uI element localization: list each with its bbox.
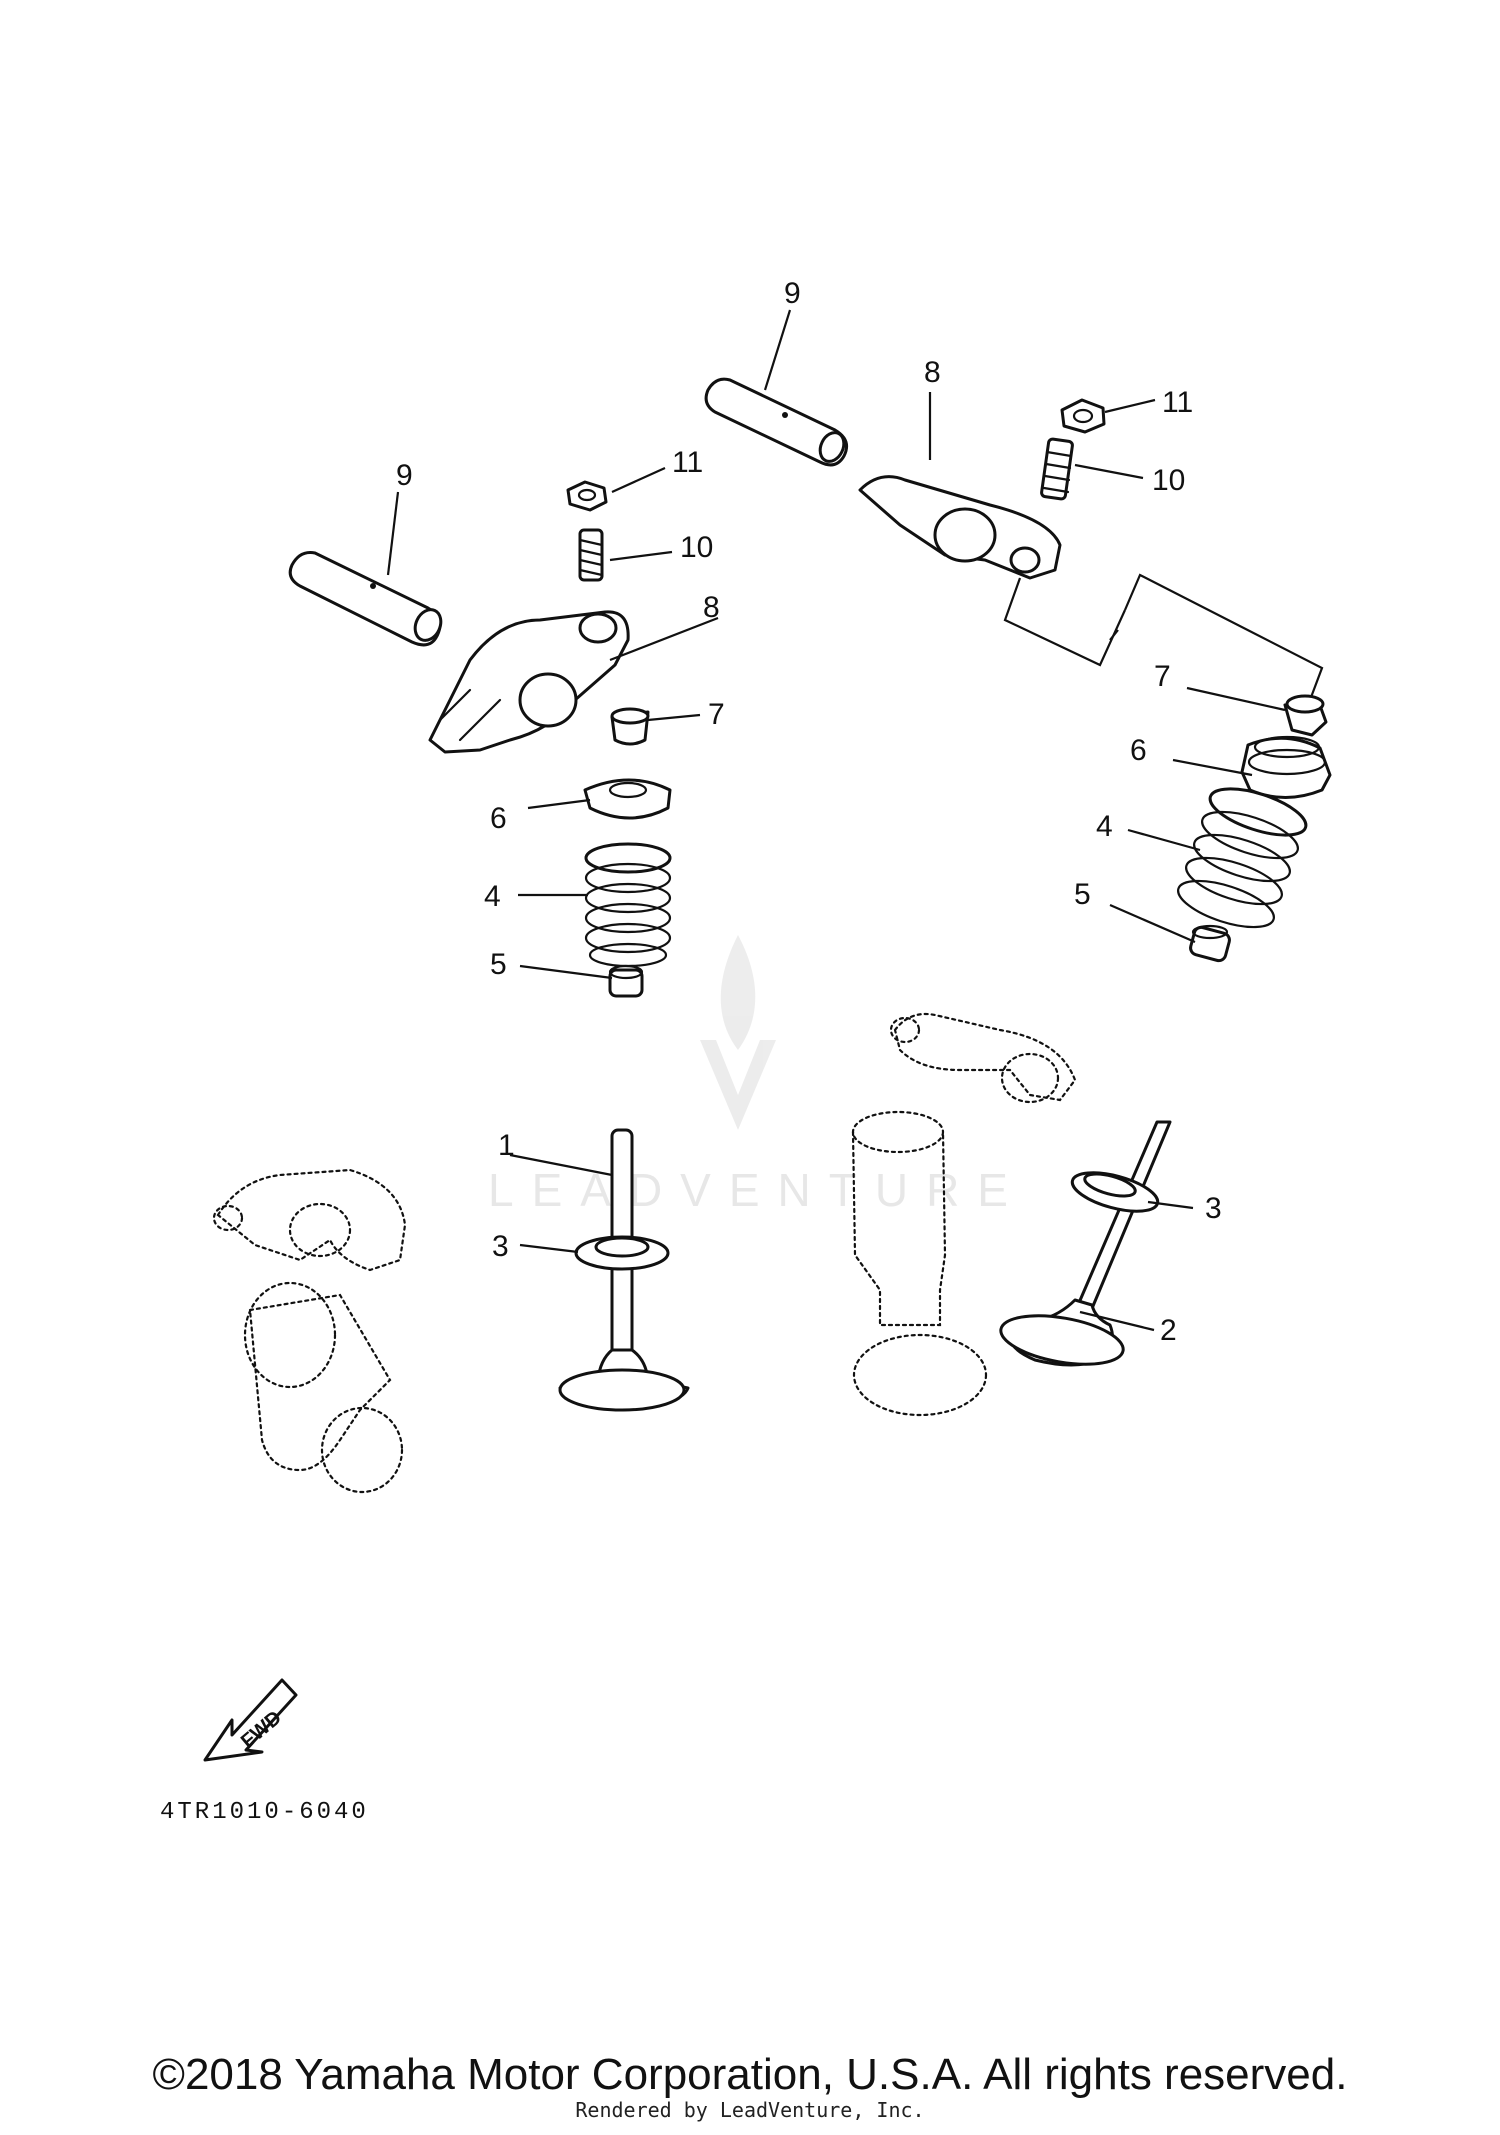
valve-cotter-left — [610, 707, 650, 746]
rocker-shaft-left — [288, 551, 443, 647]
callout-4-right: 4 — [1096, 810, 1113, 843]
watermark-text: LEADVENTURE — [488, 1164, 1026, 1216]
callout-labels: 9 9 8 8 11 11 10 10 7 7 6 6 4 4 5 5 1 3 … — [396, 277, 1222, 1347]
valve-2 — [999, 1120, 1172, 1367]
callout-4-left: 4 — [484, 880, 501, 913]
nut-left — [566, 480, 608, 512]
rocker-shaft-right — [704, 377, 848, 467]
callout-11-left: 11 — [672, 446, 703, 479]
callout-11-right: 11 — [1162, 386, 1193, 419]
callout-6-left: 6 — [490, 802, 507, 835]
callout-3-right: 3 — [1205, 1192, 1222, 1225]
diagram-code: 4TR1010-6040 — [160, 1799, 369, 1826]
callout-6-right: 6 — [1130, 734, 1147, 767]
copyright-notice: ©2018 Yamaha Motor Corporation, U.S.A. A… — [152, 2050, 1348, 2099]
linkage-lines — [1003, 573, 1324, 701]
callout-10-left: 10 — [680, 531, 713, 564]
nut-right — [1060, 398, 1106, 434]
callout-7-right: 7 — [1154, 660, 1171, 693]
valve-seal-3-left — [574, 1235, 670, 1271]
valve-spring-right — [1177, 787, 1308, 929]
stem-seal-left — [608, 964, 644, 998]
spring-retainer-left — [583, 778, 672, 820]
leader-lines — [386, 309, 1286, 1332]
phantom-assembly-left — [212, 1168, 407, 1494]
callout-5-right: 5 — [1074, 878, 1091, 911]
leadventure-watermark: LEADVENTURE — [488, 935, 1026, 1216]
callout-7-left: 7 — [708, 698, 725, 731]
callout-10-right: 10 — [1152, 464, 1185, 497]
spring-retainer-right — [1240, 735, 1332, 799]
valve-seal-3-right — [1070, 1171, 1160, 1213]
rocker-arm-right — [858, 475, 1062, 580]
callout-8-right: 8 — [924, 356, 941, 389]
callout-2: 2 — [1160, 1314, 1177, 1347]
callout-5-left: 5 — [490, 948, 507, 981]
phantom-assembly-right — [851, 1012, 1077, 1417]
adjust-screw-left — [578, 528, 604, 582]
valve-spring-left — [584, 842, 672, 968]
rocker-arm-left — [428, 610, 630, 754]
stem-seal-right — [1189, 924, 1231, 963]
rendered-by-note: Rendered by LeadVenture, Inc. — [575, 2098, 925, 2122]
adjust-screw-right — [1040, 437, 1074, 501]
callout-9-right: 9 — [784, 277, 801, 310]
callout-8-left: 8 — [703, 591, 720, 624]
callout-3-left: 3 — [492, 1230, 509, 1263]
callout-9-left: 9 — [396, 459, 413, 492]
valve-cotter-right — [1283, 694, 1328, 737]
fwd-arrow-icon: FWD — [203, 1678, 298, 1762]
callout-1: 1 — [498, 1129, 515, 1162]
